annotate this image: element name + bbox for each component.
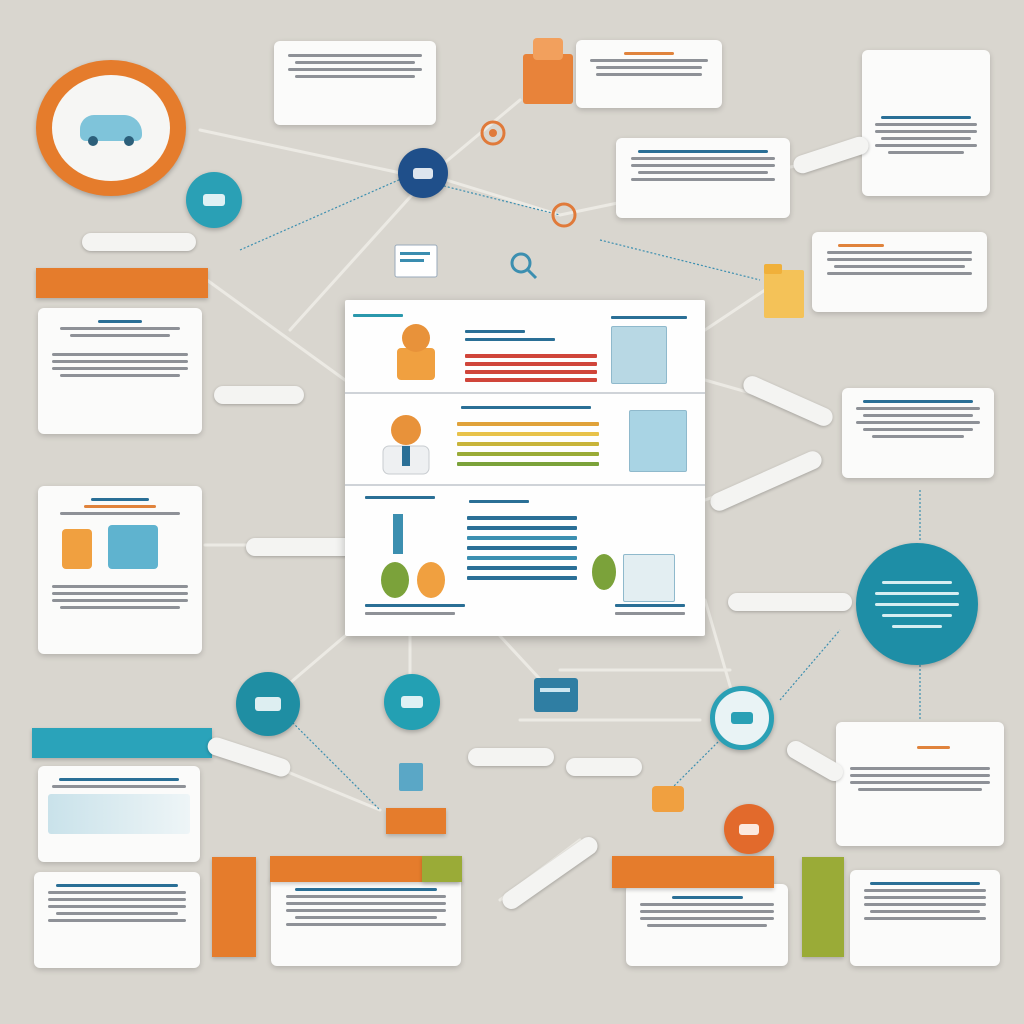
person-icon (379, 406, 433, 476)
label-tag (246, 538, 362, 556)
info-card (836, 722, 1004, 846)
info-card (626, 884, 788, 966)
screen-thumbnail (623, 554, 675, 602)
panel-row (345, 394, 705, 486)
navy-node (398, 148, 448, 198)
screen-thumbnail (629, 410, 687, 472)
orange-band (612, 856, 774, 888)
connector-line (599, 239, 761, 281)
panel-row (345, 486, 705, 636)
document-icon (398, 762, 424, 792)
info-card (34, 872, 200, 968)
gear-icon (548, 200, 580, 230)
screen-thumbnail (611, 326, 667, 384)
car-ring-node (36, 60, 186, 196)
person-icon (391, 316, 441, 382)
teal-node (236, 672, 300, 736)
folder-icon (519, 32, 577, 108)
info-card (862, 50, 990, 196)
green-side-band (802, 857, 844, 957)
info-card (38, 486, 202, 654)
orange-flag (386, 808, 446, 834)
teal-node (384, 674, 440, 730)
info-card (850, 870, 1000, 966)
central-panel (345, 300, 705, 636)
info-card (38, 766, 200, 862)
info-card (271, 876, 461, 966)
info-card (38, 308, 202, 434)
connector-line (198, 273, 347, 382)
teal-band (32, 728, 212, 758)
document-icon (394, 244, 438, 278)
connector-line (439, 184, 561, 216)
orange-band (36, 268, 208, 298)
box-icon (650, 782, 686, 814)
document-icon (532, 674, 580, 714)
connector-line (779, 629, 841, 701)
green-band (422, 856, 462, 882)
car-icon (80, 115, 142, 146)
connector-line (428, 173, 562, 217)
connector-line (198, 128, 412, 177)
panel-row (345, 300, 705, 394)
connector-line (239, 174, 411, 251)
label-tag (468, 748, 554, 766)
info-card (842, 388, 994, 478)
label-tag (214, 386, 304, 404)
label-tag (82, 233, 196, 251)
folder-icon (762, 262, 806, 320)
info-card (616, 138, 790, 218)
info-card (576, 40, 722, 108)
orange-node (724, 804, 774, 854)
teal-large-node (856, 543, 978, 665)
info-card (274, 41, 436, 125)
gear-icon (478, 118, 508, 148)
label-tag (566, 758, 642, 776)
info-card (812, 232, 987, 312)
magnifier-icon (508, 250, 538, 280)
bottle-icon (589, 542, 619, 592)
orange-side-band (212, 857, 256, 957)
label-tag (728, 593, 852, 611)
connector-line (288, 173, 432, 332)
teal-node (186, 172, 242, 228)
teal-ring-node (710, 686, 774, 750)
plant-icon (365, 508, 455, 604)
